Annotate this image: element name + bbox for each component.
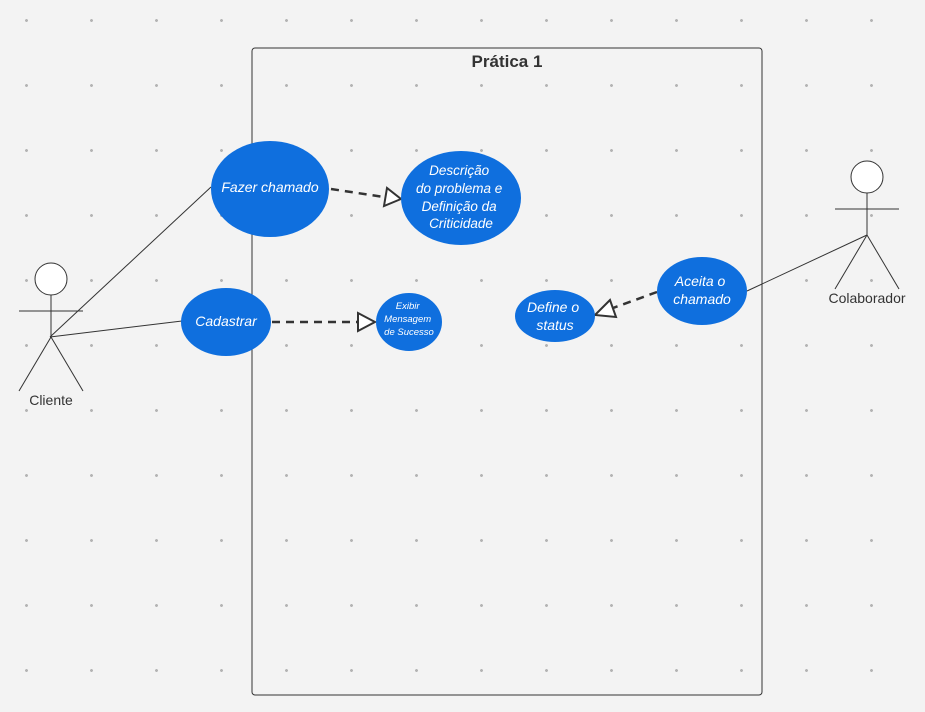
svg-text:Descrição do problema e: Descrição do problema e Definição da Cri… — [416, 163, 506, 231]
use-case-aceita-line-1: Aceita o — [674, 273, 726, 289]
actor-cliente-head — [34, 262, 68, 296]
actor-colaborador-head — [850, 160, 884, 194]
dependency-cadastrar-to-exibir[interactable] — [272, 311, 378, 333]
dependency-fazer-to-descricao[interactable] — [330, 186, 403, 208]
use-case-fazer-chamado[interactable]: Fazer chamado — [211, 141, 329, 237]
actor-cliente[interactable]: Cliente — [18, 262, 84, 408]
use-case-descricao-line-1: Descrição — [429, 163, 490, 178]
use-case-aceita-chamado[interactable]: Aceita o chamado — [657, 257, 747, 325]
use-case-exibir-line-1: Exibir — [396, 301, 421, 312]
use-case-fazer-chamado-label: Fazer chamado — [221, 179, 318, 195]
use-case-cadastrar-label: Cadastrar — [195, 313, 258, 329]
use-case-cadastrar[interactable]: Cadastrar — [181, 288, 271, 356]
use-case-exibir-mensagem[interactable]: Exibir Mensagem de Sucesso — [376, 293, 442, 351]
actor-cliente-label: Cliente — [29, 392, 73, 408]
svg-text:Exibir Mensagem de: Exibir Mensagem de Sucesso — [384, 301, 434, 338]
dependency-aceita-to-define[interactable] — [592, 290, 658, 319]
system-boundary[interactable] — [251, 47, 763, 696]
use-case-exibir-line-2: Mensagem — [384, 314, 431, 325]
svg-text:Define o status: Define o status — [527, 299, 583, 333]
actor-colaborador[interactable]: Colaborador — [828, 160, 906, 306]
association-colaborador-aceita-chamado[interactable] — [746, 234, 868, 292]
actor-colaborador-label: Colaborador — [828, 290, 905, 306]
use-case-aceita-line-2: chamado — [673, 291, 731, 307]
use-case-define-line-2: status — [536, 317, 573, 333]
system-boundary-title: Prática 1 — [472, 52, 543, 71]
use-case-exibir-line-3: de Sucesso — [384, 327, 434, 338]
association-cliente-cadastrar[interactable] — [49, 320, 183, 338]
use-case-define-line-1: Define o — [527, 299, 579, 315]
use-case-descricao-line-4: Criticidade — [429, 216, 493, 231]
svg-text:Aceita o chamado: Aceita o chamado — [673, 273, 731, 307]
use-case-define-status[interactable]: Define o status — [515, 290, 595, 342]
use-case-descricao-problema[interactable]: Descrição do problema e Definição da Cri… — [401, 151, 521, 245]
association-cliente-fazer-chamado[interactable] — [49, 186, 212, 338]
use-case-descricao-line-2: do problema e — [416, 181, 502, 196]
use-case-descricao-line-3: Definição da — [422, 199, 498, 214]
